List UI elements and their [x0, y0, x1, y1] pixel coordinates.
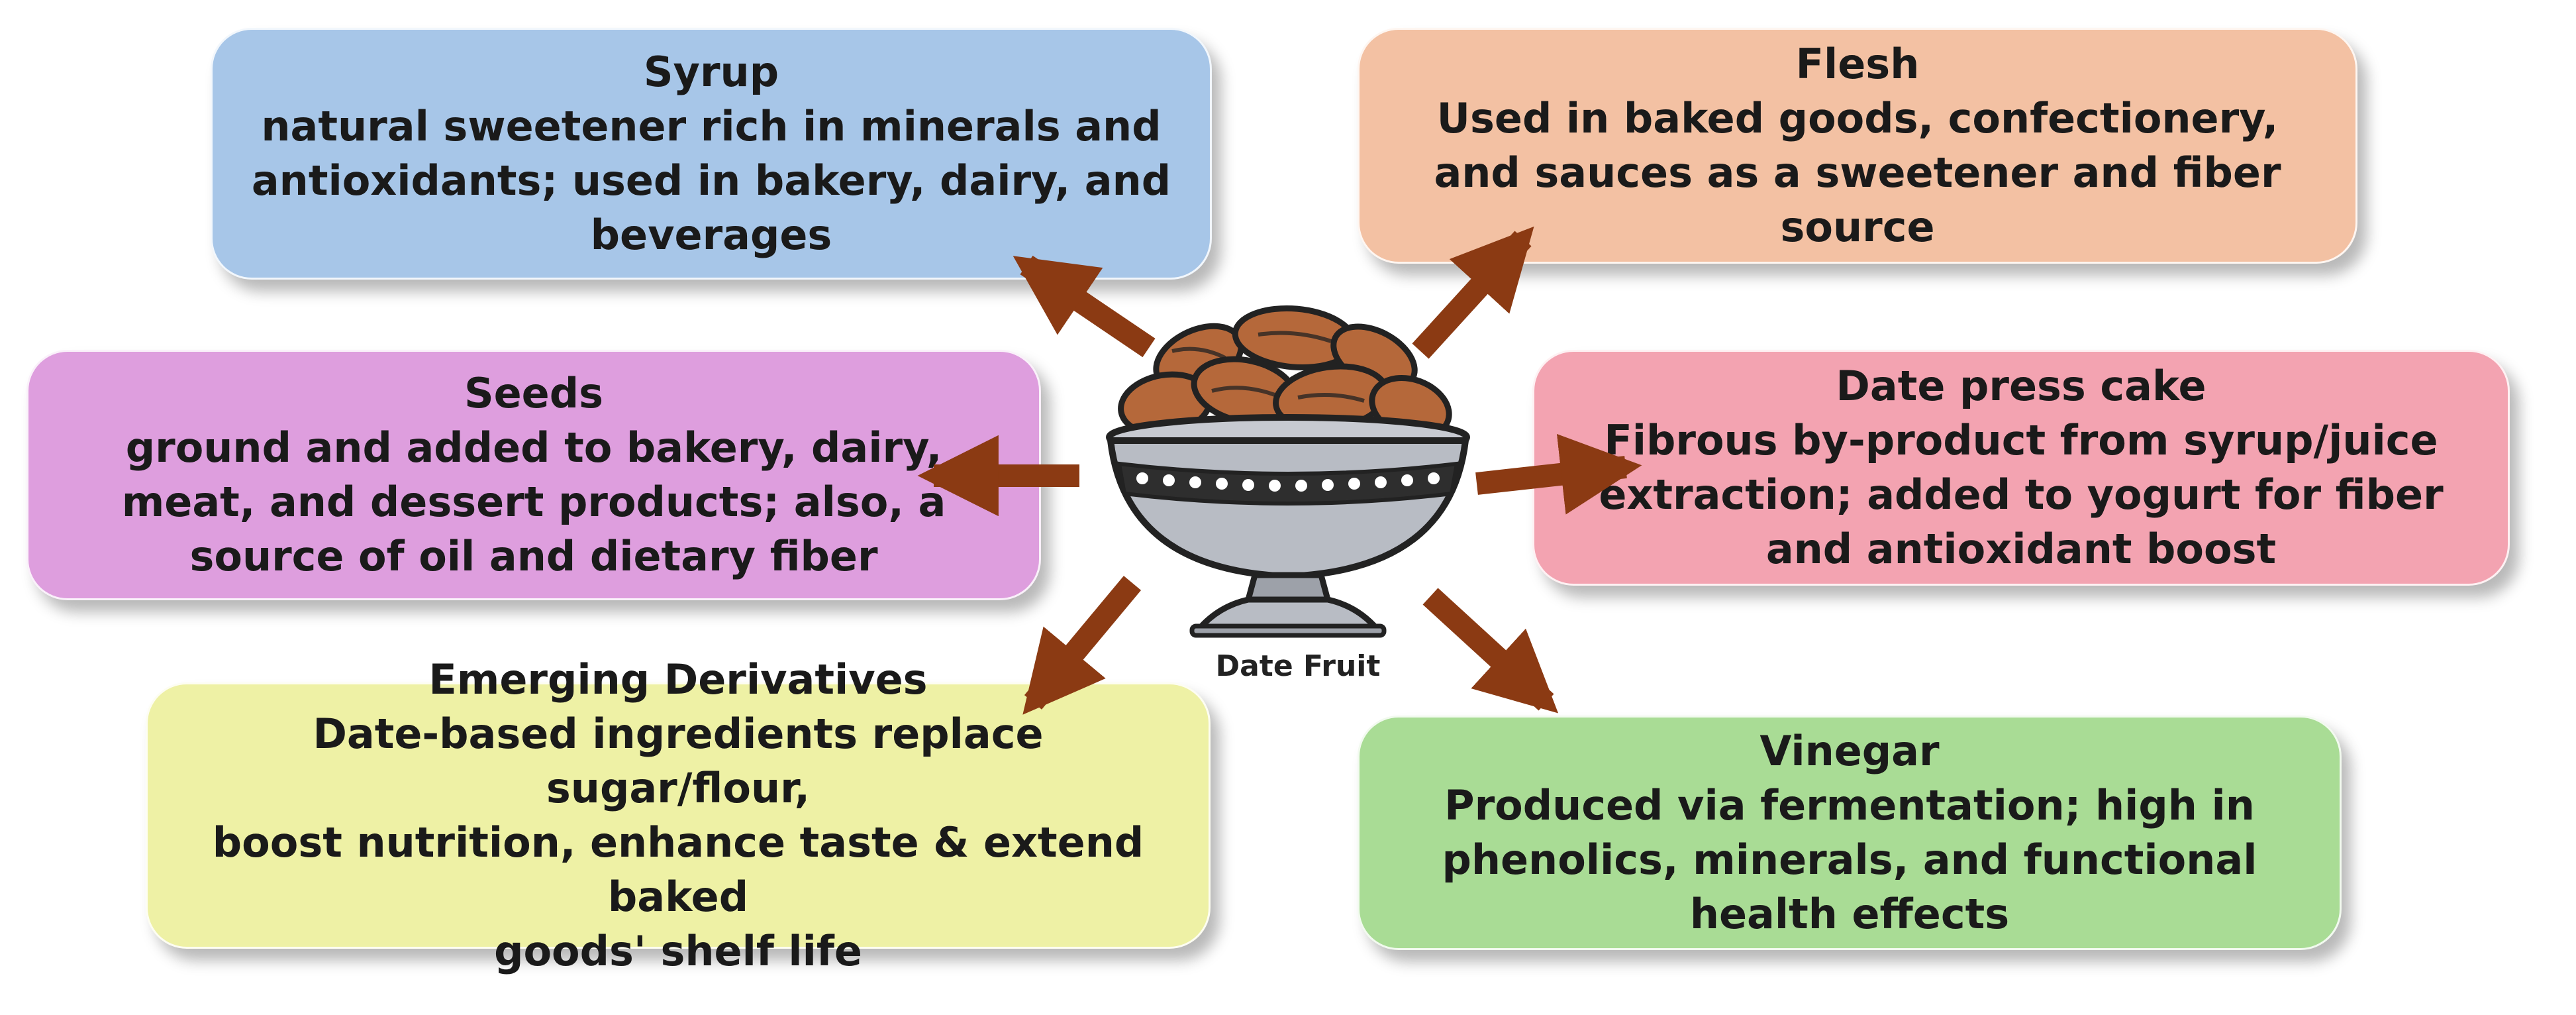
- seeds-line-1: ground and added to bakery, dairy,: [125, 423, 942, 472]
- date-press-cake-box: Date press cake Fibrous by-product from …: [1532, 350, 2510, 586]
- seeds-line-2: meat, and dessert products; also, a: [121, 478, 946, 526]
- date-press-cake-line-1: Fibrous by-product from syrup/juice: [1604, 416, 2438, 464]
- syrup-title: Syrup: [643, 48, 779, 96]
- vinegar-line-2: phenolics, minerals, and functional: [1442, 835, 2257, 884]
- syrup-line-1: natural sweetener rich in minerals and: [261, 102, 1162, 150]
- syrup-line-3: beverages: [590, 211, 832, 259]
- date-press-cake-title: Date press cake: [1836, 362, 2206, 410]
- arrow-to-date-press-cake: [1475, 433, 1642, 515]
- emerging-derivatives-line-2: boost nutrition, enhance taste & extend …: [212, 818, 1144, 921]
- vinegar-line-1: Produced via fermentation; high in: [1444, 781, 2255, 829]
- flesh-line-2: and sauces as a sweetener and fiber: [1434, 148, 2281, 197]
- date-press-cake-line-2: extraction; added to yogurt for fiber: [1599, 470, 2444, 519]
- seeds-box: Seeds ground and added to bakery, dairy,…: [26, 350, 1041, 600]
- seeds-line-3: source of oil and dietary fiber: [189, 532, 878, 580]
- flesh-line-1: Used in baked goods, confectionery,: [1436, 94, 2279, 142]
- flesh-line-3: source: [1780, 203, 1935, 251]
- date-bowl-icon: [1106, 305, 1470, 638]
- arrow-to-emerging-derivatives: [1022, 576, 1142, 715]
- center-label: Date Fruit: [1215, 649, 1381, 683]
- syrup-box: Syrup natural sweetener rich in minerals…: [211, 28, 1212, 280]
- emerging-derivatives-line-1: Date-based ingredients replace sugar/flo…: [313, 710, 1044, 812]
- emerging-derivatives-title: Emerging Derivatives: [428, 655, 928, 704]
- flesh-title: Flesh: [1795, 40, 1920, 88]
- flesh-box: Flesh Used in baked goods, confectionery…: [1358, 28, 2357, 264]
- arrows: [917, 226, 1642, 715]
- arrow-to-syrup: [1013, 255, 1156, 358]
- seeds-title: Seeds: [464, 369, 604, 417]
- vinegar-box: Vinegar Produced via fermentation; high …: [1358, 716, 2342, 950]
- vinegar-title: Vinegar: [1759, 727, 1940, 775]
- vinegar-line-3: health effects: [1689, 890, 2010, 938]
- emerging-derivatives-box: Emerging Derivatives Date-based ingredie…: [146, 655, 1211, 975]
- emerging-derivatives-line-3: goods' shelf life: [494, 927, 862, 975]
- arrow-to-vinegar: [1422, 588, 1559, 714]
- date-press-cake-line-3: and antioxidant boost: [1765, 525, 2277, 573]
- syrup-line-2: antioxidants; used in bakery, dairy, and: [251, 156, 1171, 205]
- arrow-to-flesh: [1412, 226, 1534, 359]
